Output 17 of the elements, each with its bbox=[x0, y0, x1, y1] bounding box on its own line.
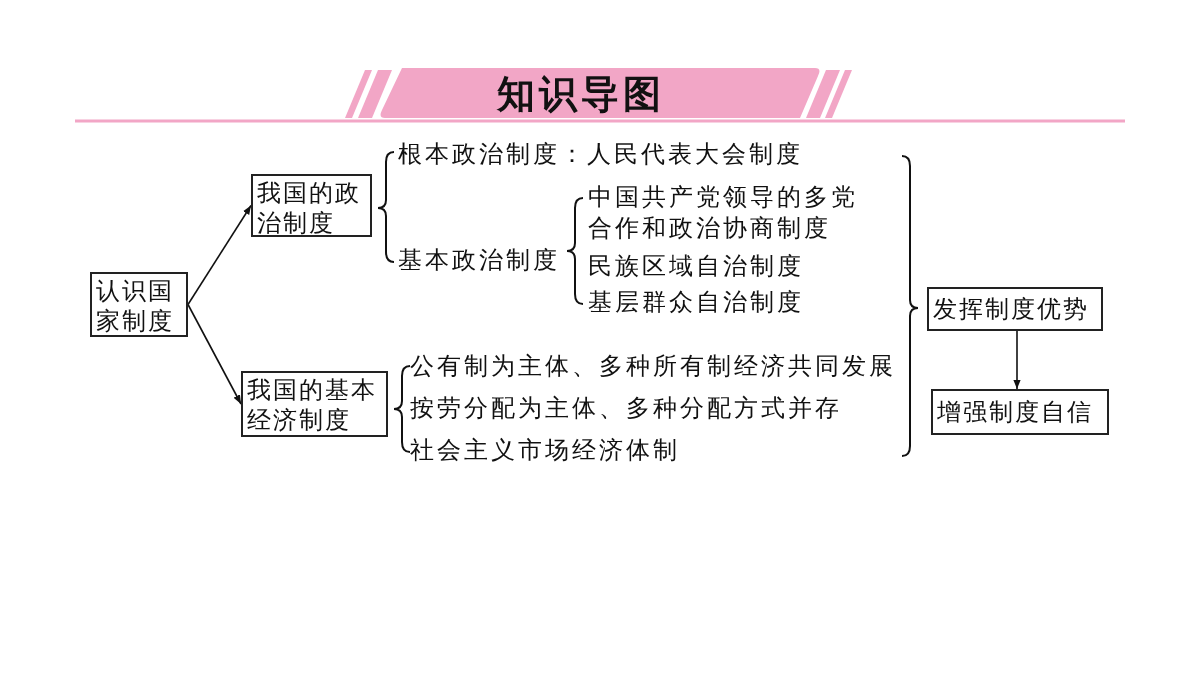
concept-box: 发挥制度优势 bbox=[927, 287, 1103, 331]
item-text: 根本政治制度：人民代表大会制度 bbox=[398, 140, 803, 169]
arrow bbox=[1013, 330, 1021, 390]
item-text: 社会主义市场经济体制 bbox=[410, 436, 680, 465]
item-text: 按劳分配为主体、多种分配方式并存 bbox=[410, 394, 842, 423]
arrow bbox=[187, 204, 252, 306]
item-text: 公有制为主体、多种所有制经济共同发展 bbox=[410, 352, 896, 381]
title: 知识导图 bbox=[497, 72, 665, 116]
concept-box: 认识国家制度 bbox=[90, 272, 188, 337]
item-text: 基层群众自治制度 bbox=[588, 288, 804, 317]
item-text: 民族区域自治制度 bbox=[588, 252, 804, 281]
arrow bbox=[187, 303, 242, 405]
concept-box: 我国的政治制度 bbox=[251, 174, 372, 237]
concept-box: 我国的基本经济制度 bbox=[241, 371, 388, 437]
concept-box: 增强制度自信 bbox=[931, 389, 1109, 435]
item-text: 中国共产党领导的多党合作和政治协商制度 bbox=[588, 183, 859, 243]
item-text: 基本政治制度 bbox=[398, 246, 560, 275]
